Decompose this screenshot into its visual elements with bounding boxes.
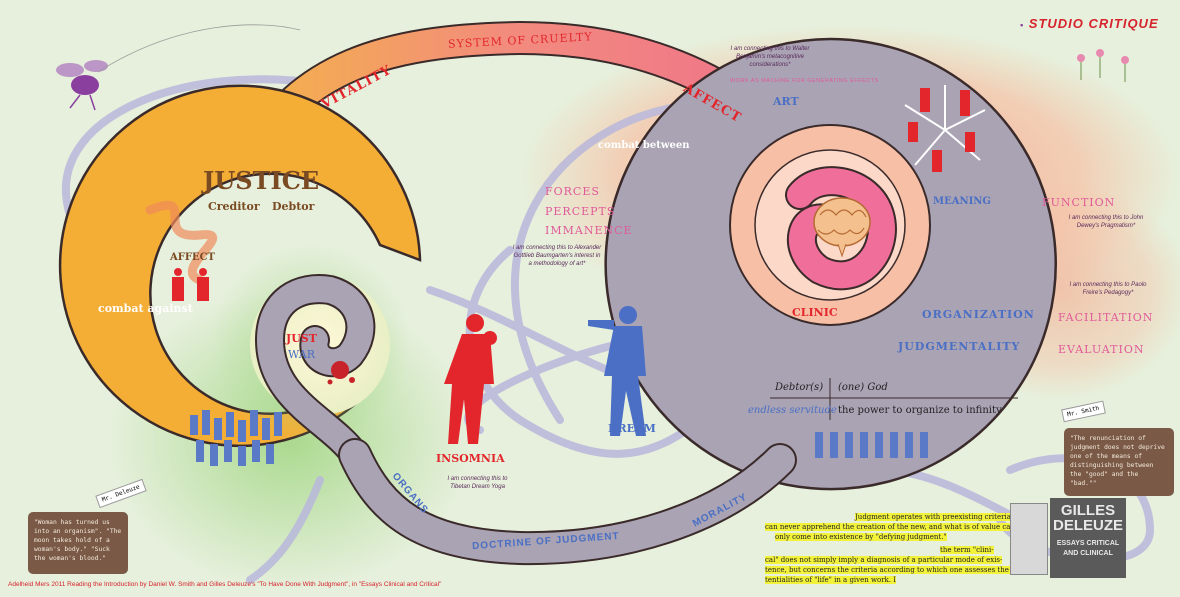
- book-subtitle-1: ESSAYS CRITICAL: [1056, 540, 1120, 547]
- note-benjamin: I am connecting this to Walter Benjamin'…: [730, 46, 810, 68]
- suitcase-right: "The renunciation of judgment does not d…: [1064, 428, 1174, 496]
- just-label: JUST: [286, 332, 317, 345]
- footer-credit: Adelheid Mers 2011 Reading the Introduct…: [8, 581, 442, 588]
- small-boxers-icon: [172, 268, 209, 301]
- insomnia-label: INSOMNIA: [436, 452, 505, 465]
- forces-label: FORCES: [545, 185, 600, 198]
- quote-line-1: Judgment operates with preexisting crite…: [855, 513, 1028, 521]
- work-as-machine-label: WORK AS MACHINE FOR GENERATING EFFECTS: [730, 78, 879, 84]
- combat-against-label: combat against: [98, 302, 193, 315]
- one-god-label: (one) God: [838, 382, 888, 393]
- book-subtitle-2: AND CLINICAL: [1063, 550, 1113, 557]
- book-cover-image: GILLES DELEUZE ESSAYS CRITICAL AND CLINI…: [1050, 498, 1126, 578]
- fighters-star-icon: [904, 85, 986, 172]
- quote-line-5: cal" does not simply imply a diagnosis o…: [765, 556, 1003, 564]
- quote-line-6: tence, but concerns the criteria accordi…: [765, 566, 1023, 574]
- facilitation-label: FACILITATION: [1058, 311, 1154, 324]
- war-label: WAR: [288, 348, 315, 361]
- affect-left-label: AFFECT: [170, 252, 215, 263]
- crowd-right-icon: [815, 432, 928, 458]
- note-baumgarten: I am connecting this to Alexander Gottli…: [512, 245, 602, 267]
- fly-icon: [56, 60, 108, 111]
- quote-line-4: the term "clini-: [940, 546, 994, 554]
- clinic-label: CLINIC: [792, 306, 838, 319]
- deleuze-quote: "Woman has turned us into an organism". …: [34, 519, 122, 562]
- endless-servitude-label: endless servitude: [748, 405, 837, 416]
- book-page-image: [1010, 503, 1048, 575]
- quote-block: Judgment operates with preexisting crite…: [765, 512, 1028, 585]
- studio-critique-title: STUDIO CRITIQUE: [1028, 16, 1159, 31]
- quote-line-2: can never apprehend the creation of the …: [765, 523, 1015, 531]
- creditor-label: Creditor: [208, 200, 260, 213]
- dot-icon: •: [1020, 20, 1025, 30]
- suitcase-left: "Woman has turned us into an organism". …: [28, 512, 128, 574]
- evaluation-label: EVALUATION: [1058, 343, 1145, 356]
- percepts-label: PERCEPTS: [545, 205, 616, 218]
- smith-quote: "The renunciation of judgment does not d…: [1070, 435, 1165, 487]
- debtor-label: Debtor: [272, 200, 315, 213]
- flowers-icon: [1077, 49, 1129, 82]
- justice-title: JUSTICE: [203, 166, 320, 195]
- debtors-label: Debtor(s): [775, 382, 824, 393]
- judgmentality-label: JUDGMENTALITY: [898, 340, 1021, 353]
- note-tibetan: I am connecting this to Tibetan Dream Yo…: [447, 476, 508, 490]
- crowd-left-icon: [190, 410, 282, 466]
- combat-between-label: combat between: [598, 140, 690, 151]
- header-title: • STUDIO CRITIQUE: [1020, 16, 1159, 31]
- art-label: ART: [773, 95, 799, 108]
- inner-spiral-left: [256, 276, 374, 468]
- note-freire: I am connecting this to Paolo Freire's P…: [1069, 282, 1147, 296]
- power-label: the power to organize to infinity: [838, 405, 1002, 416]
- doctrine-band: [340, 440, 795, 564]
- red-boxer-icon: [444, 314, 497, 444]
- blue-boxer-icon: [588, 306, 646, 436]
- function-label: FUNCTION: [1042, 196, 1116, 209]
- book-title-1: GILLES: [1060, 502, 1116, 519]
- justice-disc: [58, 84, 422, 447]
- organization-label: ORGANIZATION: [922, 308, 1035, 321]
- immanence-label: IMMANENCE: [545, 224, 633, 237]
- quote-line-7: tentialities of "life" in a given work. …: [765, 576, 897, 584]
- brain-icon: [813, 197, 871, 258]
- dream-label: DREAM: [608, 422, 656, 435]
- blood-splatter-icon: [331, 361, 349, 379]
- quote-line-3: only come into existence by "defying jud…: [775, 533, 947, 541]
- note-dewey: I am connecting this to John Dewey's Pra…: [1068, 215, 1144, 229]
- book-title-2: DELEUZE: [1052, 517, 1123, 534]
- meaning-label: MEANING: [933, 196, 991, 207]
- clinic-spiral: [787, 168, 895, 289]
